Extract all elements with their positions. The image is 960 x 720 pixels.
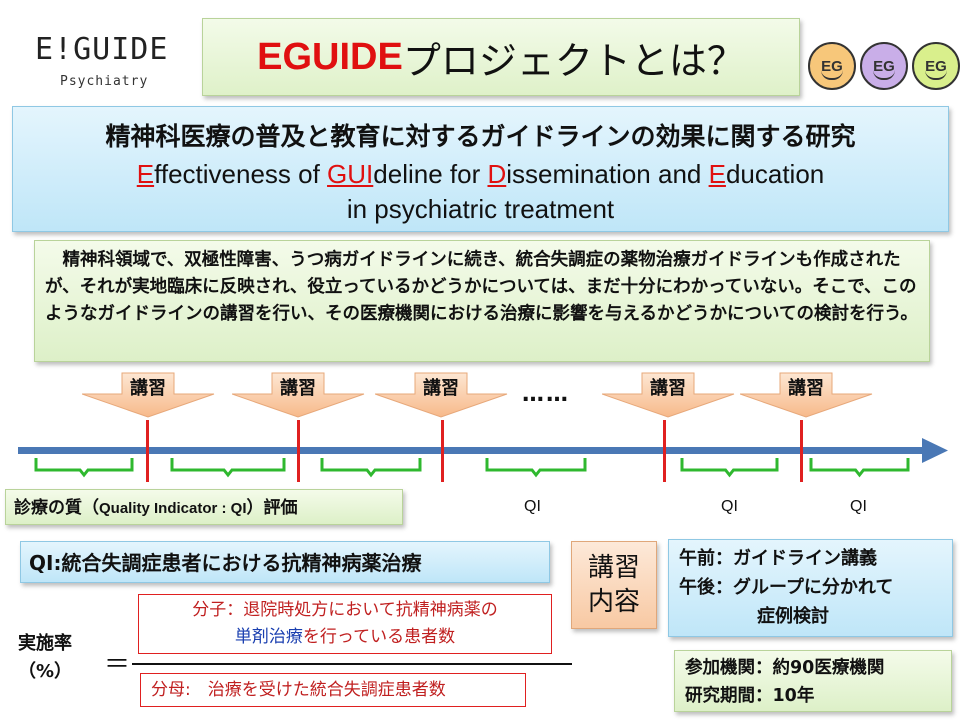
lecture-callout: 講習	[602, 372, 735, 418]
qi-eval-post: ）評価	[246, 498, 298, 518]
numerator-box: 分子：退院時処方において抗精神病薬の 単剤治療を行っている患者数	[138, 594, 552, 654]
lecture-label: 講習	[423, 378, 459, 399]
lecture-arrow-icon	[375, 372, 508, 418]
name-segment: deline for	[373, 159, 488, 189]
qi-definition: QI:統合失調症患者における抗精神病薬治療	[20, 541, 550, 583]
lecture-callout: 講習	[232, 372, 365, 418]
project-name-box: 精神科医療の普及と教育に対するガイドラインの効果に関する研究 Effective…	[12, 106, 949, 232]
lecture-marker	[297, 420, 300, 482]
acronym-letter: D	[487, 159, 507, 189]
study-info-box: 参加機関：約90医療機関 研究期間：10年	[674, 650, 952, 712]
lecture-callout: 講習	[740, 372, 873, 418]
qi-label: QI	[850, 498, 867, 515]
rate-label-line2: （%）	[18, 661, 73, 682]
smile-mouth	[821, 70, 843, 80]
project-name-jp: 精神科医療の普及と教育に対するガイドラインの効果に関する研究	[105, 122, 856, 151]
name-segment: ducation	[725, 159, 825, 189]
lecture-arrow-icon	[82, 372, 215, 418]
numerator-line2: 単剤治療を行っている患者数	[139, 624, 551, 651]
rate-label-line1: 実施率	[18, 633, 73, 654]
smile-mouth	[925, 70, 947, 80]
lecture-label: 講習	[650, 378, 686, 399]
lecture-content-box: 午前：ガイドライン講義 午後：グループに分かれて 症例検討	[668, 539, 953, 637]
smiley-badge-icon: EG	[860, 42, 908, 90]
acronym-letter: GUI	[327, 159, 374, 189]
numerator-rest: を行っている患者数	[302, 627, 456, 647]
denominator-box: 分母: 治療を受けた統合失調症患者数	[140, 673, 526, 707]
lecture-callout: 講習	[82, 372, 215, 418]
lecture-content-label-1: 講習	[587, 553, 640, 583]
timeline-arrow-shaft	[18, 447, 930, 454]
project-name-en: Effectiveness of GUIdeline for Dissemina…	[13, 159, 948, 190]
qi-label: QI	[524, 498, 541, 515]
lecture-arrow-icon	[602, 372, 735, 418]
equals-sign: ＝	[104, 650, 131, 680]
lecture-content-label-2: 内容	[587, 587, 640, 617]
acronym-letter: E	[708, 159, 726, 189]
lecture-label: 講習	[130, 378, 166, 399]
qi-label: QI	[721, 498, 738, 515]
timeline-arrow-head	[922, 438, 948, 463]
name-segment: ffectiveness of	[154, 159, 328, 189]
lecture-marker	[800, 420, 803, 482]
lecture-callout: 講習	[375, 372, 508, 418]
acronym-letter: E	[136, 159, 155, 189]
project-name-en-line2: in psychiatric treatment	[346, 194, 615, 224]
smile-mouth	[873, 70, 895, 80]
qi-eval-pre: 診療の質（	[14, 498, 99, 518]
numerator-line1: 分子：退院時処方において抗精神病薬の	[192, 600, 498, 620]
lecture-marker	[146, 420, 149, 482]
rate-label: 実施率 （%）	[18, 630, 72, 686]
qi-period-bracket	[320, 458, 422, 478]
lecture-morning: 午前：ガイドライン講義	[679, 548, 877, 569]
lecture-arrow-icon	[740, 372, 873, 418]
title-rest: プロジェクトとは？	[402, 38, 745, 83]
smiley-badge-icon: EG	[912, 42, 960, 90]
name-segment: issemination and	[506, 159, 709, 189]
lecture-arrow-icon	[232, 372, 365, 418]
lecture-marker	[663, 420, 666, 482]
lecture-afternoon: 午後：グループに分かれて	[679, 577, 894, 598]
lecture-label: 講習	[788, 378, 824, 399]
qi-period-bracket	[809, 458, 910, 478]
timeline-ellipsis: ……	[522, 382, 570, 407]
qi-period-bracket	[170, 458, 286, 478]
participating-institutions: 参加機関：約90医療機関	[685, 658, 885, 678]
qi-period-bracket	[485, 458, 587, 478]
project-description: 精神科領域で、双極性障害、うつ病ガイドラインに続き、統合失調症の薬物治療ガイドラ…	[34, 240, 930, 362]
lecture-label: 講習	[280, 378, 316, 399]
qi-period-bracket	[680, 458, 779, 478]
fraction-line	[132, 663, 572, 665]
numerator-highlight: 単剤治療	[234, 627, 303, 647]
smiley-badge-icon: EG	[808, 42, 856, 90]
qi-evaluation-label: 診療の質（Quality Indicator : QI）評価	[5, 489, 403, 525]
qi-eval-latin: Quality Indicator : QI	[99, 500, 247, 517]
lecture-content-label: 講習 内容	[571, 541, 657, 629]
study-period: 研究期間：10年	[685, 686, 815, 706]
logo-text: E!GUIDE	[35, 32, 169, 67]
lecture-afternoon-detail: 症例検討	[757, 606, 829, 627]
logo-subtitle: Psychiatry	[60, 74, 149, 89]
lecture-marker	[441, 420, 444, 482]
title-accent: EGUIDE	[257, 35, 403, 78]
qi-period-bracket	[34, 458, 134, 478]
